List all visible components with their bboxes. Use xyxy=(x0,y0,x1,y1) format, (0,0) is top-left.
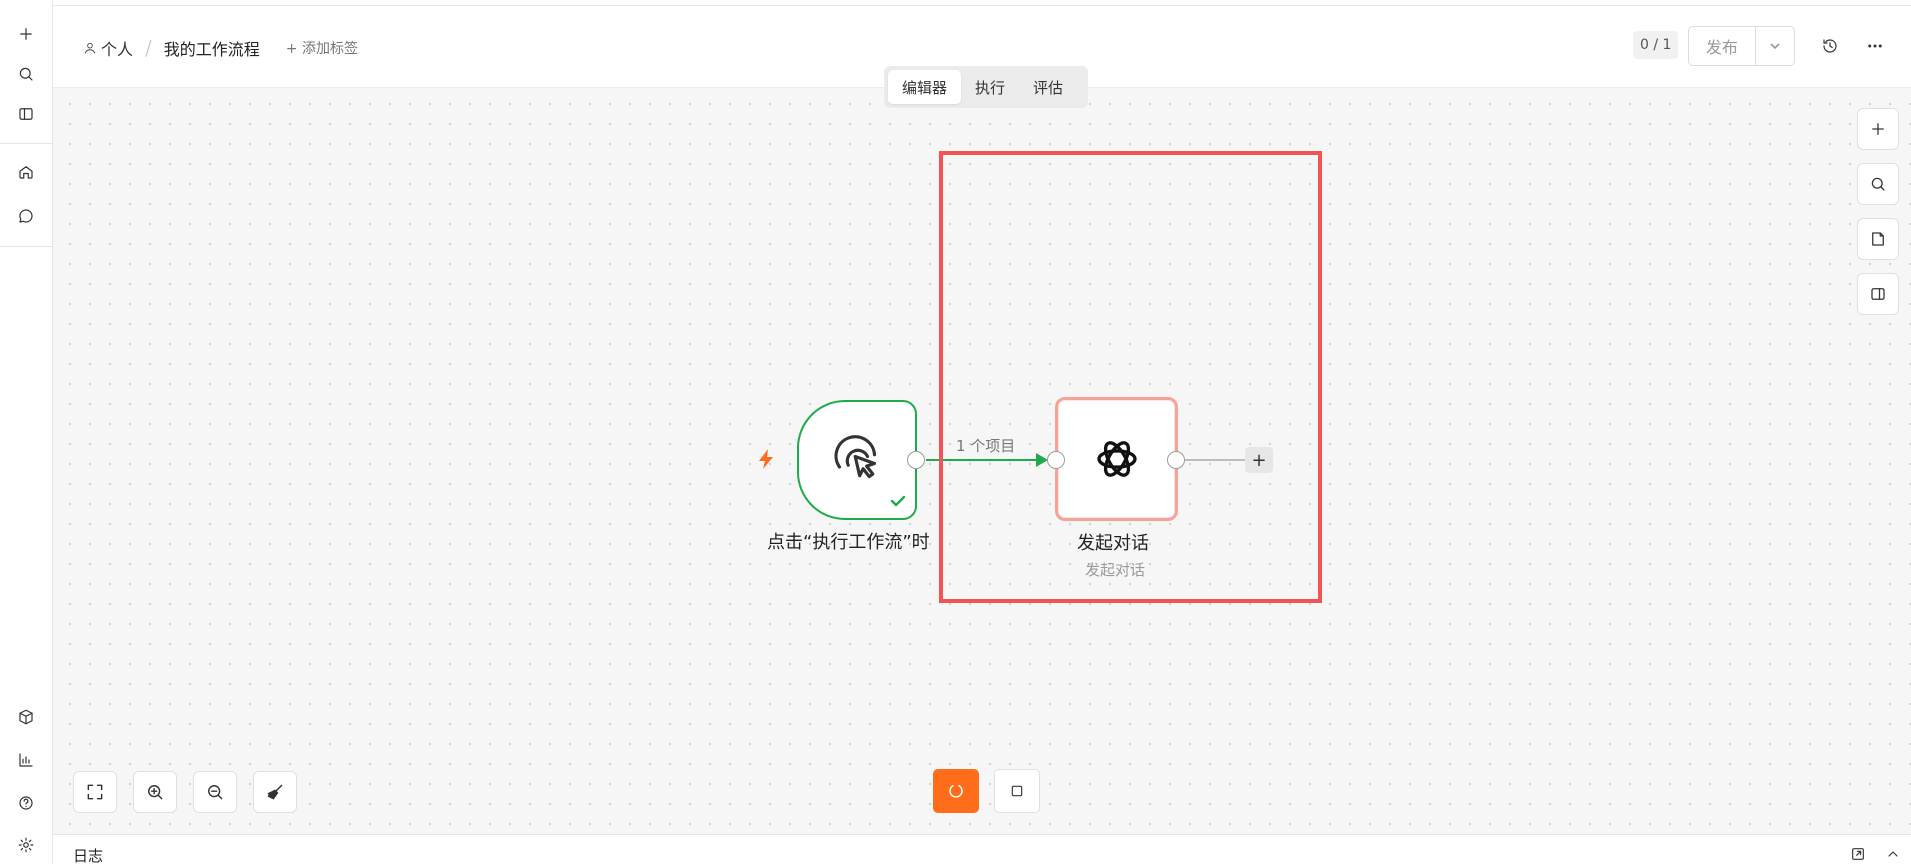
chat-node-subtitle: 发起对话 xyxy=(1085,561,1146,579)
plus-icon xyxy=(1872,123,1884,135)
broom-icon xyxy=(267,784,283,800)
box-icon[interactable] xyxy=(13,704,39,730)
left-sidebar xyxy=(0,0,53,864)
mode-tabs: 编辑器 执行 评估 xyxy=(884,66,1088,108)
toggle-panel-button[interactable] xyxy=(1857,273,1899,315)
chevron-down-icon xyxy=(1770,43,1780,50)
tab-executions[interactable]: 执行 xyxy=(975,78,1006,97)
fit-view-icon xyxy=(87,784,103,800)
gear-icon[interactable] xyxy=(13,832,39,858)
chat-node-label: 发起对话 xyxy=(1077,533,1149,554)
publish-dropdown[interactable] xyxy=(1754,27,1794,65)
search-icon xyxy=(1871,177,1885,191)
panel-icon[interactable] xyxy=(13,101,39,127)
breadcrumb: 个人 / 我的工作流程 + 添加标签 xyxy=(83,36,358,60)
publish-group: 发布 xyxy=(1688,26,1795,66)
zoom-out-icon xyxy=(208,785,223,800)
help-icon[interactable] xyxy=(13,790,39,816)
edge-item-count: 1 个项目 xyxy=(956,437,1016,455)
zoom-out-button[interactable] xyxy=(193,771,237,813)
home-icon[interactable] xyxy=(13,159,39,185)
breadcrumb-separator: / xyxy=(145,36,152,60)
trigger-node[interactable] xyxy=(797,400,917,520)
plus-icon[interactable] xyxy=(13,21,39,47)
workflow-title[interactable]: 我的工作流程 xyxy=(163,40,260,59)
chat-node[interactable] xyxy=(1055,397,1178,521)
version-counter: 0 / 1 xyxy=(1633,31,1679,59)
openai-icon xyxy=(1096,441,1137,477)
zoom-in-icon xyxy=(148,785,163,800)
loading-spinner-icon xyxy=(949,785,963,798)
sidebar-divider xyxy=(0,143,53,144)
add-node-button[interactable]: + xyxy=(1245,447,1273,473)
run-workflow-button[interactable] xyxy=(933,769,979,813)
success-check-icon xyxy=(889,492,907,510)
panel-right-icon xyxy=(1871,288,1885,300)
top-edge xyxy=(0,0,1911,6)
sticky-note-icon xyxy=(1872,232,1884,246)
search-nodes-button[interactable] xyxy=(1857,163,1899,205)
sidebar-divider xyxy=(0,246,53,247)
chat-icon[interactable] xyxy=(13,203,39,229)
open-external-icon[interactable] xyxy=(1849,845,1867,863)
zoom-in-button[interactable] xyxy=(133,771,177,813)
chart-icon[interactable] xyxy=(13,747,39,773)
add-node-panel-button[interactable] xyxy=(1857,108,1899,150)
more-icon[interactable] xyxy=(1865,36,1885,56)
tab-evaluations[interactable]: 评估 xyxy=(1033,78,1064,97)
chat-output-handle[interactable] xyxy=(1167,451,1185,469)
breadcrumb-personal-label: 个人 xyxy=(101,40,134,59)
chat-input-handle[interactable] xyxy=(1047,451,1065,469)
trigger-output-handle[interactable] xyxy=(907,451,925,469)
publish-button[interactable]: 发布 xyxy=(1705,38,1738,57)
log-label: 日志 xyxy=(73,847,104,864)
tab-editor[interactable]: 编辑器 xyxy=(888,70,962,104)
tidy-up-button[interactable] xyxy=(253,771,297,813)
workflow-canvas[interactable] xyxy=(53,88,1911,834)
history-icon[interactable] xyxy=(1820,36,1840,56)
stop-workflow-button[interactable] xyxy=(994,769,1040,813)
fit-view-button[interactable] xyxy=(73,771,117,813)
chevron-up-icon[interactable] xyxy=(1884,845,1902,863)
stop-icon xyxy=(1011,785,1023,797)
log-bar[interactable]: 日志 xyxy=(53,834,1911,864)
user-icon xyxy=(84,42,96,54)
search-icon[interactable] xyxy=(13,61,39,87)
breadcrumb-personal[interactable]: 个人 xyxy=(83,36,133,60)
sticky-note-button[interactable] xyxy=(1857,218,1899,260)
add-tag-button[interactable]: + 添加标签 xyxy=(285,41,358,57)
cursor-click-icon xyxy=(834,435,877,479)
trigger-node-label: 点击“执行工作流”时 xyxy=(767,532,930,553)
trigger-bolt-icon xyxy=(756,448,776,470)
